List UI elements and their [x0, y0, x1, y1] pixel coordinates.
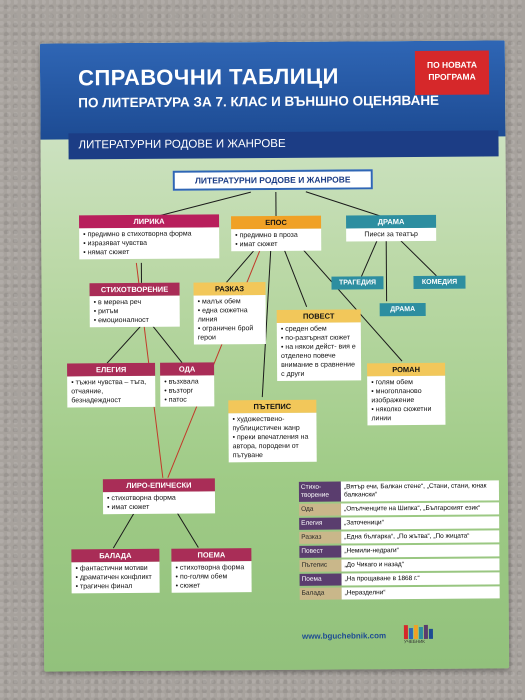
examples-works: „Една българка“, „По жътва“, „По жицата“	[341, 530, 500, 544]
novel-node: РОМАН голям обем многопланово изображени…	[367, 362, 446, 426]
drama-subgenre-node: ДРАМА	[379, 302, 426, 317]
ode-node: ОДА възхвала възторг патос	[160, 362, 215, 407]
novel-item: няколко сюжетни линии	[371, 405, 441, 423]
novel-title: РОМАН	[367, 362, 446, 377]
examples-genre: Балада	[299, 587, 342, 600]
ode-item: патос	[164, 395, 210, 404]
examples-table: Стихо- творение „Вятър ечи, Балкан стене…	[298, 480, 500, 601]
lyrics-item: нямат сюжет	[83, 247, 215, 257]
examples-works: „На прощаване в 1868 г.“	[341, 572, 500, 586]
ballad-title: БАЛАДА	[71, 548, 160, 563]
examples-works: „Немили-недраги“	[341, 544, 500, 558]
lyroepic-item: имат сюжет	[107, 502, 211, 512]
novella-node: ПОВЕСТ среден обем по-разгърнат сюжет на…	[276, 309, 362, 381]
travel-title: ПЪТЕПИС	[228, 399, 317, 414]
examples-row: Пътепис „До Чикаго и назад“	[299, 558, 500, 572]
examples-works: „Заточеници“	[341, 516, 500, 530]
epos-title: ЕПОС	[231, 215, 322, 230]
comedy-node: КОМЕДИЯ	[413, 275, 466, 290]
examples-works: „Вятър ечи, Балкан стене“, „Стани, стани…	[340, 480, 500, 502]
epos-item: имат сюжет	[235, 240, 317, 250]
examples-works: „Опълченците на Шипка“, „Българският ези…	[341, 502, 500, 516]
story-item: една сюжетна линия	[198, 306, 262, 324]
examples-genre: Ода	[299, 503, 342, 516]
poema-item: сюжет	[176, 581, 248, 591]
root-node: ЛИТЕРАТУРНИ РОДОВЕ И ЖАНРОВЕ	[172, 169, 373, 191]
novella-title: ПОВЕСТ	[276, 309, 361, 323]
elegy-node: ЕЛЕГИЯ тъжни чувства – тъга, отчаяние, б…	[67, 362, 156, 408]
ode-title: ОДА	[160, 362, 215, 376]
drama-description: Пиеси за театър	[346, 227, 437, 242]
publisher-url: www.bguchebnik.com	[301, 631, 387, 641]
publisher-name: УЧЕБНИК	[403, 638, 425, 645]
novel-item: многопланово изображение	[371, 387, 441, 405]
examples-row: Елегия „Заточеници“	[299, 516, 500, 530]
examples-row: Стихо- творение „Вятър ечи, Балкан стене…	[298, 480, 500, 502]
travel-item: художествено-публицистичен жанр	[232, 415, 312, 434]
examples-works: „До Чикаго и назад“	[341, 558, 500, 572]
story-item: малък обем	[198, 297, 262, 306]
elegy-item: тъжни чувства – тъга, отчаяние, безнадеж…	[71, 378, 151, 406]
elegy-title: ЕЛЕГИЯ	[67, 362, 156, 377]
poema-title: ПОЕМА	[171, 548, 252, 562]
ballad-item: драматичен конфликт	[76, 573, 156, 583]
examples-genre: Пътепис	[299, 559, 342, 572]
lyrics-node: ЛИРИКА предимно в стихотворна форма изра…	[79, 214, 220, 260]
examples-row: Разказ „Една българка“, „По жътва“, „По …	[299, 530, 500, 544]
story-node: РАЗКАЗ малък обем една сюжетна линия огр…	[193, 282, 266, 345]
drama-node: ДРАМА Пиеси за театър	[346, 214, 437, 242]
examples-genre: Елегия	[299, 517, 342, 530]
examples-row: Ода „Опълченците на Шипка“, „Българският…	[299, 502, 500, 516]
tragedy-node: ТРАГЕДИЯ	[331, 276, 384, 290]
examples-row: Поема „На прощаване в 1868 г.“	[299, 572, 500, 586]
novel-item: голям обем	[371, 378, 441, 387]
examples-genre: Разказ	[299, 531, 342, 544]
ode-item: възхвала	[164, 377, 210, 386]
poem-title: СТИХОТВОРЕНИЕ	[89, 282, 180, 297]
novella-item: на някои дейст- вия е отделено повече вн…	[281, 342, 357, 379]
examples-row: Балада „Неразделни“	[299, 586, 500, 600]
examples-row: Повест „Немили-недраги“	[299, 544, 500, 558]
examples-works: „Неразделни“	[341, 586, 500, 600]
examples-genre: Повест	[299, 545, 342, 558]
poema-node: ПОЕМА стихотворна форма по-голям обем сю…	[171, 548, 252, 593]
booklet-cover: ПО НОВАТА ПРОГРАМА СПРАВОЧНИ ТАБЛИЦИ ПО …	[39, 40, 510, 672]
examples-genre: Поема	[299, 573, 342, 586]
travel-node: ПЪТЕПИС художествено-публицистичен жанр …	[228, 399, 317, 463]
drama-title: ДРАМА	[346, 214, 437, 229]
ballad-node: БАЛАДА фантастични мотиви драматичен кон…	[71, 548, 160, 594]
lyroepic-node: ЛИРО-ЕПИЧЕСКИ стихотворна форма имат сюж…	[102, 478, 216, 515]
ballad-item: трагичен финал	[76, 582, 156, 592]
epos-node: ЕПОС предимно в проза имат сюжет	[231, 215, 322, 252]
poema-item: стихотворна форма	[175, 563, 247, 573]
poem-node: СТИХОТВОРЕНИЕ в мерена реч ритъм емоцион…	[89, 282, 180, 328]
story-title: РАЗКАЗ	[193, 282, 266, 296]
story-item: ограничен брой герои	[198, 324, 262, 342]
lyroepic-title: ЛИРО-ЕПИЧЕСКИ	[102, 478, 215, 493]
ode-item: възторг	[164, 386, 210, 395]
travel-item: преки впечатления на автора, породени от…	[233, 433, 313, 461]
examples-genre: Стихо- творение	[298, 481, 342, 502]
poem-item: емоционалност	[94, 316, 176, 326]
lyrics-title: ЛИРИКА	[79, 214, 220, 229]
